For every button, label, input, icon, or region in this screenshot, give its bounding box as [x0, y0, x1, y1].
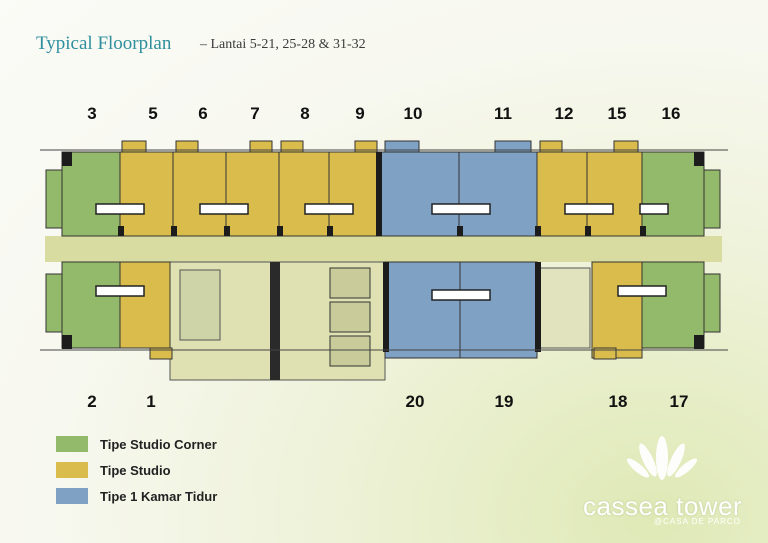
unit-number-12: 12: [554, 104, 574, 123]
unit-number-8: 8: [300, 104, 310, 123]
unit-6: [172, 151, 227, 237]
unit-7: [225, 151, 280, 237]
columns: [62, 152, 704, 352]
unit-number-10: 10: [403, 104, 423, 123]
legend-swatch-green: [56, 436, 88, 452]
legend: Tipe Studio Corner Tipe Studio Tipe 1 Ka…: [56, 436, 217, 514]
legend-label: Tipe Studio: [100, 462, 171, 478]
legend-item-studio: Tipe Studio: [56, 462, 217, 478]
lift-3: [329, 335, 371, 367]
page-title: Typical Floorplan: [36, 33, 172, 54]
unit-1: [119, 261, 171, 349]
unit-number-7: 7: [250, 104, 260, 123]
legend-label: Tipe Studio Corner: [100, 436, 217, 452]
unit-15: [586, 151, 643, 237]
unit-number-2: 2: [87, 392, 97, 411]
blue-balconies: [384, 140, 532, 153]
unit-number-18: 18: [608, 392, 628, 411]
unit-number-19: 19: [494, 392, 514, 411]
page-subtitle: – Lantai 5-21, 25-28 & 31-32: [200, 37, 366, 52]
lift-1: [329, 267, 371, 299]
balcony-16: [703, 169, 721, 229]
legend-item-studio-corner: Tipe Studio Corner: [56, 436, 217, 452]
balcony-3: [45, 169, 63, 229]
unit-number-5: 5: [148, 104, 158, 123]
unit-8: [278, 151, 330, 237]
unit-5: [119, 151, 174, 237]
unit-9: [328, 151, 380, 237]
legend-swatch-blue: [56, 488, 88, 504]
legend-swatch-yellow: [56, 462, 88, 478]
unit-number-15: 15: [607, 104, 627, 123]
unit-12: [536, 151, 588, 237]
unit-10: [378, 151, 460, 237]
unit-19: [459, 261, 538, 359]
unit-number-20: 20: [405, 392, 425, 411]
legend-label: Tipe 1 Kamar Tidur: [100, 488, 218, 504]
top-balconies: [121, 140, 639, 360]
unit-number-1: 1: [146, 392, 156, 411]
bathrooms: [95, 203, 669, 301]
unit-18: [591, 261, 643, 359]
unit-16: [641, 151, 705, 237]
units-top: [61, 151, 705, 237]
balcony-2: [45, 273, 63, 333]
unit-number-16: 16: [661, 104, 681, 123]
stair-right: [539, 267, 591, 349]
unit-number-9: 9: [355, 104, 365, 123]
balconies: [45, 169, 721, 333]
corridor: [45, 236, 722, 262]
balcony-17: [703, 273, 721, 333]
unit-number-11: 11: [494, 104, 512, 123]
unit-number-17: 17: [669, 392, 689, 411]
unit-number-3: 3: [87, 104, 97, 123]
legend-item-1-bedroom: Tipe 1 Kamar Tidur: [56, 488, 217, 504]
stair-left: [179, 269, 221, 341]
unit-20: [384, 261, 461, 359]
unit-number-6: 6: [198, 104, 208, 123]
unit-2: [61, 261, 121, 349]
lift-2: [329, 301, 371, 333]
unit-11: [458, 151, 538, 237]
brand-logo-icon: [626, 436, 698, 480]
core-shaft-left: [270, 262, 280, 380]
brand-subtitle: @CASA DE PARCO: [654, 517, 741, 526]
brand-name: cassea tower: [583, 491, 743, 521]
outer-walls: [40, 149, 728, 351]
